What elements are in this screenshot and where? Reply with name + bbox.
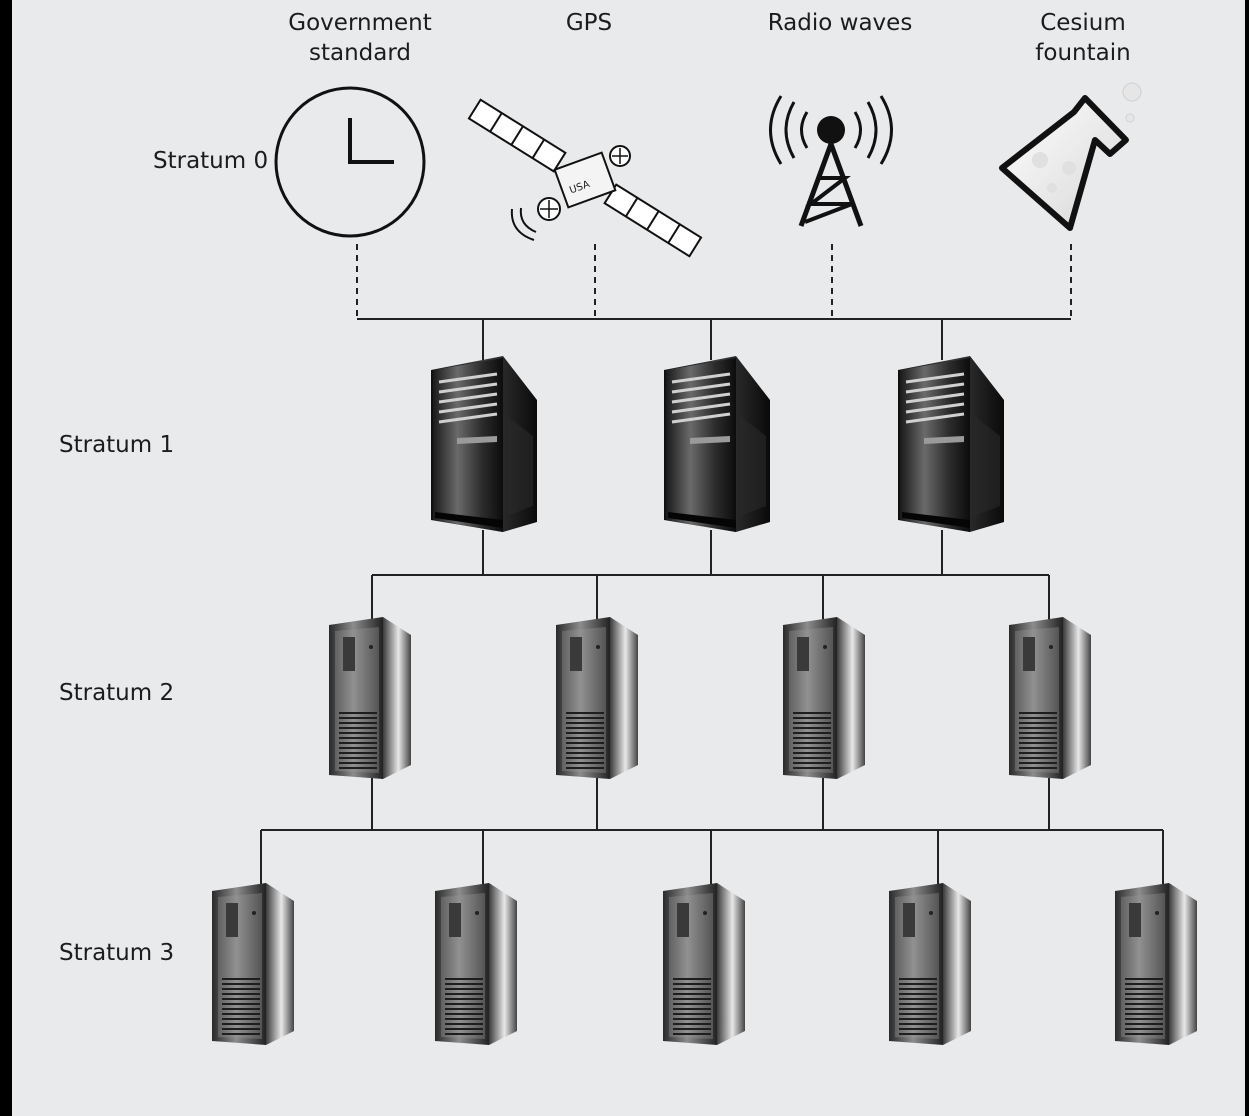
stratum-3-label: Stratum 3 [59, 940, 175, 966]
stratum-2-server [1008, 616, 1092, 780]
stratum-3-server [888, 882, 972, 1046]
source-label-radio: Radio waves [767, 10, 913, 36]
stratum-0-label: Stratum 0 [153, 148, 269, 174]
stratum-2-server [328, 616, 412, 780]
stratum-3-server [1114, 882, 1198, 1046]
stratum-3-servers [211, 882, 1198, 1046]
stratum-2-server [782, 616, 866, 780]
source-dashed-links [356, 244, 1072, 318]
stratum-3-server [211, 882, 295, 1046]
connector-lines [260, 244, 1164, 884]
stratum-1-server [429, 354, 539, 534]
stratum-3-server [662, 882, 746, 1046]
stratum-3-server [434, 882, 518, 1046]
stratum-1-server [896, 354, 1006, 534]
diagram-svg: USA [211, 82, 1198, 1046]
stratum-1-label: Stratum 1 [59, 432, 175, 458]
flask-icon [999, 82, 1142, 231]
source-label-gps: GPS [565, 10, 613, 36]
radio-tower-icon [769, 95, 893, 227]
stratum-1-server [662, 354, 772, 534]
stratum-2-servers [328, 616, 1092, 780]
stratum-1-servers [429, 354, 1006, 534]
clock-icon [274, 86, 426, 238]
stratum-2-label: Stratum 2 [59, 680, 175, 706]
stratum-2-server [555, 616, 639, 780]
satellite-icon: USA [467, 98, 703, 258]
